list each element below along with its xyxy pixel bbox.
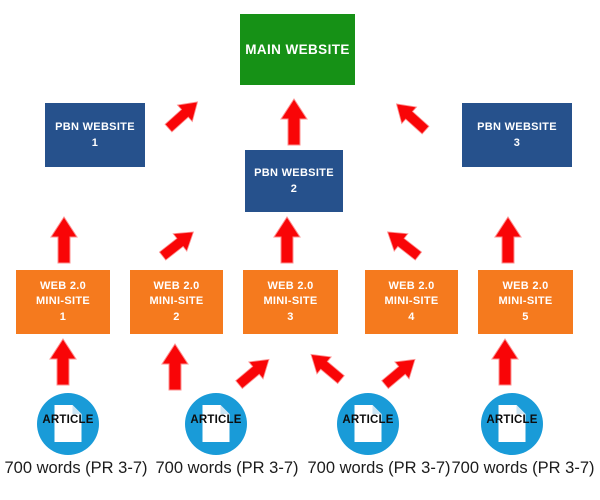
pbn-website-name: PBN WEBSITE [477, 120, 557, 133]
document-icon [498, 405, 526, 442]
arrow-pbn3-to-main-icon [395, 103, 430, 135]
pbn-website-number: 3 [513, 137, 521, 149]
arrow-pbn2-to-main-icon [280, 98, 308, 146]
arrow-article2-to-minisite3-icon [235, 358, 270, 390]
article-label: ARTICLE [342, 414, 394, 426]
minisite-number: 1 [59, 310, 67, 323]
article-label: ARTICLE [190, 414, 242, 426]
document-icon [54, 405, 82, 442]
arrow-article3-to-minisite4-icon [381, 358, 416, 390]
node-main-website: MAIN WEBSITE [240, 14, 355, 85]
minisite-line1: WEB 2.0 [267, 279, 314, 292]
article-caption-3: 700 words (PR 3-7) [307, 459, 451, 477]
arrow-minisite2-to-pbn-icon [158, 231, 195, 261]
document-icon [354, 405, 382, 442]
article-caption-1: 700 words (PR 3-7) [4, 459, 148, 477]
article-node-4: ARTICLE [481, 393, 543, 455]
minisite-line1: WEB 2.0 [502, 279, 549, 292]
minisite-line1: WEB 2.0 [153, 279, 200, 292]
minisite-number: 4 [408, 310, 415, 323]
arrow-article2-to-minisite2-icon [161, 343, 189, 391]
article-node-1: ARTICLE [37, 393, 99, 455]
minisite-line2: MINI-SITE [384, 295, 439, 308]
arrow-article1-to-minisite1-icon [49, 338, 77, 386]
node-minisite-3: WEB 2.0 MINI-SITE 3 [243, 270, 338, 334]
arrow-minisite4-to-pbn-icon [386, 231, 423, 261]
article-caption-4: 700 words (PR 3-7) [451, 459, 595, 477]
pbn-website-number: 1 [91, 137, 99, 149]
document-icon [202, 405, 230, 442]
minisite-line2: MINI-SITE [149, 295, 204, 308]
node-pbn-website-2: PBN WEBSITE 2 [245, 150, 343, 212]
main-website-label: MAIN WEBSITE [245, 42, 350, 57]
node-minisite-2: WEB 2.0 MINI-SITE 2 [130, 270, 223, 334]
arrow-pbn1-to-main-icon [164, 101, 199, 133]
minisite-line1: WEB 2.0 [39, 279, 87, 292]
article-label: ARTICLE [42, 414, 94, 426]
minisite-line2: MINI-SITE [263, 295, 318, 308]
article-caption-2: 700 words (PR 3-7) [155, 459, 299, 477]
node-pbn-website-1: PBN WEBSITE 1 [45, 103, 145, 167]
arrow-minisite1-to-pbn1-icon [50, 216, 78, 264]
article-node-2: ARTICLE [185, 393, 247, 455]
minisite-number: 2 [173, 310, 180, 323]
arrow-article4-to-minisite5-icon [491, 338, 519, 386]
article-node-3: ARTICLE [337, 393, 399, 455]
arrow-article3-to-minisite3-icon [310, 353, 345, 385]
node-pbn-website-3: PBN WEBSITE 3 [462, 103, 572, 167]
article-label: ARTICLE [486, 414, 538, 426]
minisite-line2: MINI-SITE [35, 295, 91, 308]
node-minisite-1: WEB 2.0 MINI-SITE 1 [16, 270, 110, 334]
node-minisite-4: WEB 2.0 MINI-SITE 4 [365, 270, 458, 334]
minisite-line2: MINI-SITE [498, 295, 553, 308]
minisite-line1: WEB 2.0 [388, 279, 435, 292]
minisite-number: 5 [522, 310, 529, 323]
minisite-number: 3 [287, 310, 294, 323]
arrow-minisite3-to-pbn2-icon [273, 216, 301, 264]
node-minisite-5: WEB 2.0 MINI-SITE 5 [478, 270, 573, 334]
pbn-website-number: 2 [290, 183, 298, 195]
arrow-minisite5-to-pbn3-icon [494, 216, 522, 264]
pbn-website-name: PBN WEBSITE [55, 120, 135, 133]
pbn-website-name: PBN WEBSITE [254, 166, 334, 179]
